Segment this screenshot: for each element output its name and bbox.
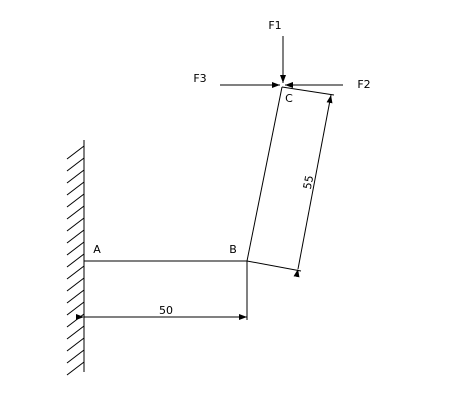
hatch-line [66, 301, 85, 316]
hatch-line [66, 205, 85, 220]
hatch-line [66, 277, 85, 292]
hatch-line [66, 157, 85, 172]
force-f1: F1 [268, 19, 286, 83]
force-f2: F2 [285, 78, 371, 91]
wall-support [66, 140, 85, 376]
hatch-line [66, 325, 85, 340]
hatch-line [66, 313, 85, 328]
force-f2-label: F2 [357, 78, 370, 91]
dimension-ab-label: 50 [159, 304, 173, 317]
force-f3-label: F3 [193, 72, 206, 85]
dimension-bc: 55 [246, 86, 335, 278]
hatch-line [66, 253, 85, 268]
hatch-line [66, 289, 85, 304]
force-f3: F3 [193, 72, 280, 88]
hatch-line [66, 181, 85, 196]
hatch-line [66, 265, 85, 280]
point-b-label: B [229, 243, 237, 256]
hatch-line [66, 241, 85, 256]
point-c-label: C [285, 92, 293, 105]
hatch-line [66, 169, 85, 184]
hatch-line [66, 349, 85, 364]
force-f1-label: F1 [268, 19, 281, 32]
point-a-label: A [93, 243, 101, 256]
hatch-line [66, 217, 85, 232]
member-bc [246, 86, 283, 262]
hatch-line [66, 361, 85, 376]
hatch-line [66, 337, 85, 352]
dimension-ab: 50 [76, 261, 248, 320]
dimension-bc-line [293, 94, 333, 278]
hatch-line [66, 193, 85, 208]
dimension-bc-label: 55 [301, 174, 316, 190]
hatch-line [66, 229, 85, 244]
wall-hatching [66, 145, 85, 376]
dimension-bc-extension-c [281, 86, 335, 96]
dimension-bc-extension-b [246, 260, 302, 272]
hatch-line [66, 145, 85, 160]
